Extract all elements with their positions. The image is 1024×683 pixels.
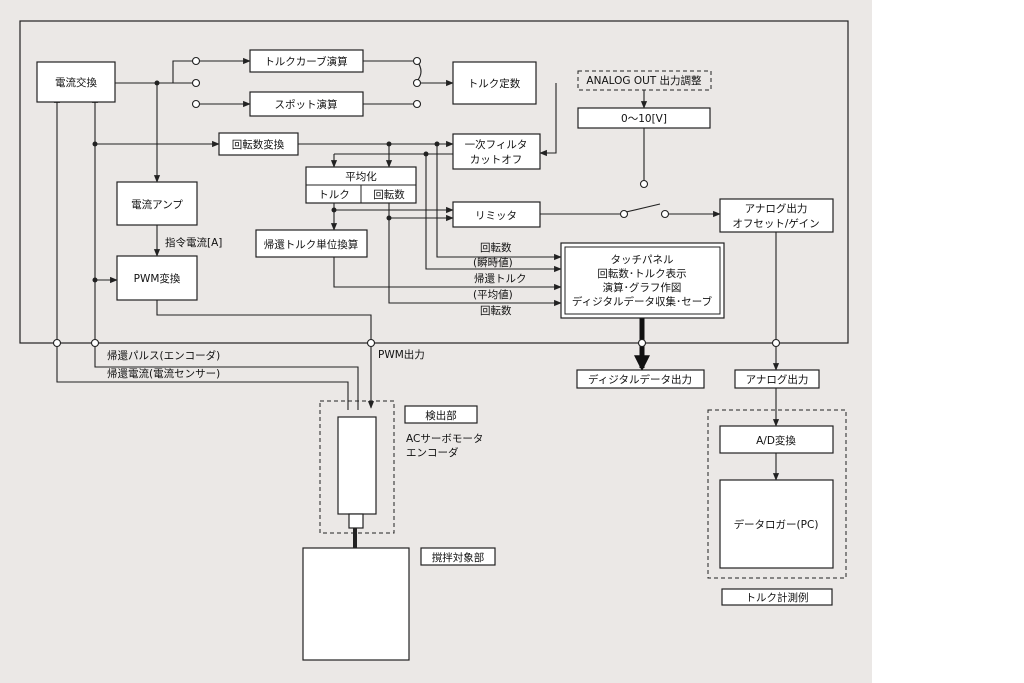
block-detector-label: 検出部 [404, 405, 478, 424]
junction-dots [92, 80, 440, 283]
signal-rpm-average-2: 回転数 [480, 304, 512, 317]
detector-label: 検出部 [425, 409, 457, 422]
block-current-exchange-label: 電流交換 [55, 76, 97, 89]
block-limiter-label: リミッタ [475, 210, 517, 222]
block-touch-panel-label-3: 演算･グラフ作図 [603, 281, 682, 294]
block-spot-calc: スポット演算 [249, 91, 364, 117]
block-torque-curve-label: トルクカーブ演算 [264, 55, 347, 68]
block-rpm-convert: 回転数変換 [218, 132, 299, 156]
measurement-example-frame [707, 409, 847, 579]
block-averaging: 平均化 トルク 回転数 [305, 166, 417, 204]
motor-body [337, 416, 377, 515]
block-torque-curve: トルクカーブ演算 [249, 49, 364, 73]
block-data-logger-label: データロガー(PC) [734, 518, 819, 531]
block-ad-convert-label: A/D変換 [756, 434, 796, 447]
signal-rpm-average-1: (平均値) [473, 288, 513, 301]
block-rpm-convert-label: 回転数変換 [232, 138, 285, 151]
motor-shaft-coupling [348, 513, 364, 529]
block-averaging-torque-label: トルク [318, 189, 350, 201]
block-touch-panel-label-2: 回転数･トルク表示 [597, 267, 686, 280]
block-current-amp: 電流アンプ [116, 181, 198, 226]
block-analog-output-label: アナログ出力 [746, 373, 809, 386]
label-command-current: 指令電流[A] [165, 236, 222, 249]
block-first-order-filter: 一次フィルタ カットオフ [452, 133, 541, 170]
block-touch-panel-label-1: タッチパネル [611, 254, 674, 266]
diagram-background [0, 0, 872, 683]
stirring-label: 撹拌対象部 [432, 551, 485, 564]
block-voltage-range: 0～10[V] [577, 107, 711, 129]
motor-label-1: ACサーボモータ [406, 433, 483, 445]
detector-frame [319, 400, 395, 534]
block-torque-constant: トルク定数 [452, 61, 537, 105]
signal-rpm-instant-1: 回転数 [480, 241, 512, 254]
signal-feedback-pulse: 帰還パルス(エンコーダ) [107, 349, 220, 362]
terminal-nodes [52, 56, 781, 348]
block-analog-gain-label-1: アナログ出力 [745, 202, 808, 215]
block-analog-output: アナログ出力 [734, 369, 820, 389]
motor-label-2: エンコーダ [406, 446, 459, 459]
block-touch-panel-label-4: ディジタルデータ収集･セーブ [572, 295, 713, 308]
signal-pwm-output: PWM出力 [378, 348, 425, 361]
block-voltage-range-label: 0～10[V] [621, 113, 667, 125]
signal-rpm-instant-2: (瞬時値) [473, 256, 513, 269]
block-ad-convert: A/D変換 [719, 425, 834, 454]
block-filter-label-1: 一次フィルタ [465, 138, 528, 151]
block-pwm-convert-label: PWM変換 [134, 272, 181, 285]
block-filter-label-2: カットオフ [470, 154, 523, 166]
stirring-tank [302, 547, 410, 661]
signal-feedback-torque: 帰還トルク [474, 272, 527, 285]
block-analog-gain-label-2: オフセット/ゲイン [732, 218, 819, 230]
block-averaging-label: 平均化 [345, 170, 377, 183]
block-feedback-torque-unit-label: 帰還トルク単位換算 [264, 238, 359, 251]
block-analog-out-adjust-label: ANALOG OUT 出力調整 [586, 74, 702, 87]
block-stirring-label: 撹拌対象部 [420, 547, 496, 566]
block-touch-panel: タッチパネル 回転数･トルク表示 演算･グラフ作図 ディジタルデータ収集･セーブ [560, 242, 725, 319]
block-averaging-rpm-label: 回転数 [373, 188, 405, 201]
block-torque-example-caption: トルク計測例 [721, 588, 833, 606]
block-feedback-torque-unit: 帰還トルク単位換算 [255, 229, 368, 258]
block-digital-output-label: ディジタルデータ出力 [588, 373, 692, 386]
block-spot-calc-label: スポット演算 [275, 98, 338, 111]
block-current-exchange: 電流交換 [36, 61, 116, 103]
block-torque-constant-label: トルク定数 [468, 77, 521, 90]
block-current-amp-label: 電流アンプ [131, 198, 183, 211]
block-analog-out-adjust: ANALOG OUT 出力調整 [577, 70, 712, 91]
signal-feedback-current: 帰還電流(電流センサー) [107, 367, 220, 380]
controller-frame [19, 20, 849, 344]
block-data-logger: データロガー(PC) [719, 479, 834, 569]
block-pwm-convert: PWM変換 [116, 255, 198, 301]
torque-example-label: トルク計測例 [746, 591, 809, 604]
block-digital-output: ディジタルデータ出力 [576, 369, 705, 389]
block-limiter: リミッタ [452, 201, 541, 228]
block-analog-offset-gain: アナログ出力 オフセット/ゲイン [719, 198, 834, 233]
